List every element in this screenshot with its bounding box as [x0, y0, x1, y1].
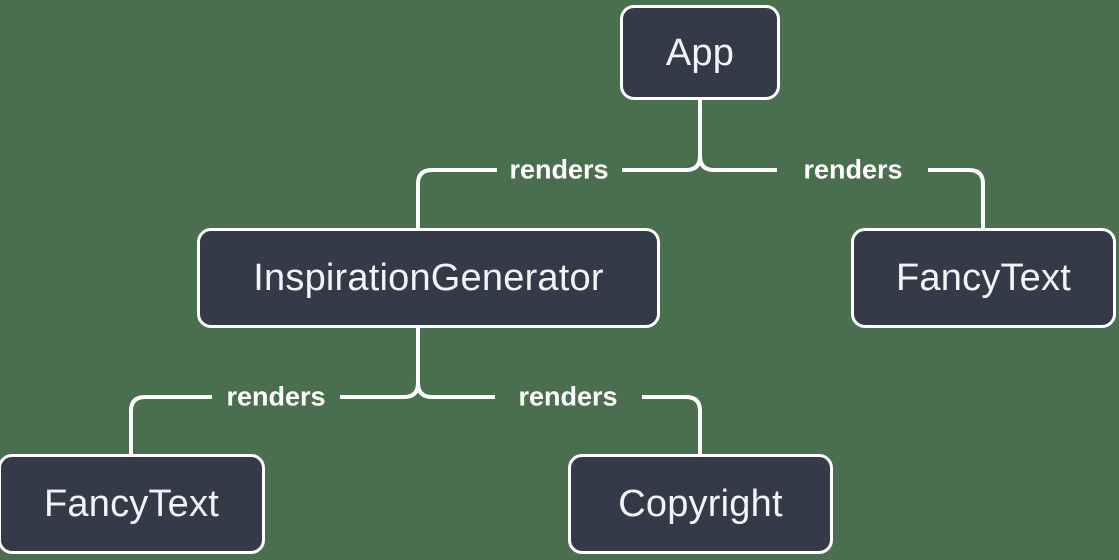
node-fancytext-bottom[interactable]: FancyText: [0, 454, 265, 554]
node-copyright[interactable]: Copyright: [568, 454, 833, 554]
edge-app-to-fancytext-right: [698, 155, 985, 228]
node-fancytext-right-label: FancyText: [896, 257, 1071, 299]
edge-label-app-inspirationgenerator: renders: [509, 154, 609, 185]
node-fancytext-right[interactable]: FancyText: [851, 228, 1116, 328]
edge-label-app-fancytext-right: renders: [803, 154, 903, 185]
node-inspirationgenerator-label: InspirationGenerator: [253, 257, 604, 299]
node-fancytext-bottom-label: FancyText: [44, 483, 219, 525]
edge-label-inspirationgenerator-fancytext-bottom: renders: [226, 381, 326, 412]
edge-inspirationgenerator-to-copyright: [416, 382, 702, 454]
node-app-label: App: [665, 31, 735, 74]
node-app[interactable]: App: [620, 5, 780, 100]
node-inspirationgenerator[interactable]: InspirationGenerator: [197, 228, 660, 328]
edge-label-inspirationgenerator-copyright: renders: [518, 381, 618, 412]
node-copyright-label: Copyright: [618, 483, 783, 525]
